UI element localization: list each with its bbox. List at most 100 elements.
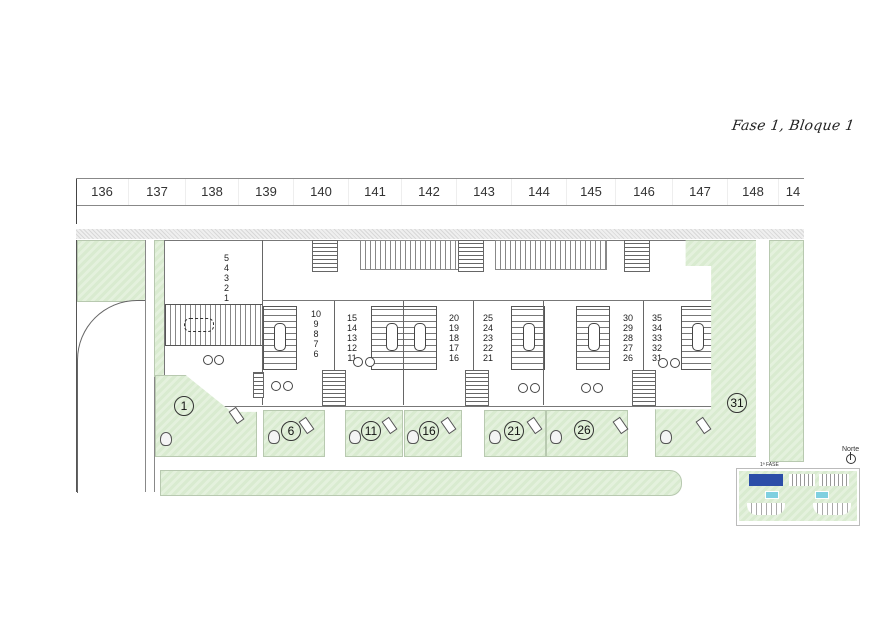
- unit-numbers-26-30: 30 29 28 27 26: [623, 313, 633, 363]
- unit-number: 19: [449, 323, 460, 333]
- unit-number: 18: [449, 333, 460, 343]
- dining-table-icon: [386, 323, 398, 351]
- terrace-unit-11-20: [371, 306, 437, 370]
- path-right: [756, 240, 768, 492]
- unit-number: 9: [313, 319, 319, 329]
- unit-number: 29: [623, 323, 634, 333]
- unit-number: 12: [347, 343, 358, 353]
- garden-label: 26: [574, 420, 594, 440]
- tree-icon: [550, 430, 562, 444]
- unit-number: 26: [623, 353, 634, 363]
- north-indicator: Norte: [842, 446, 859, 464]
- tree-icon: [407, 430, 419, 444]
- bin-icon: [283, 381, 293, 391]
- parcel-label: 148: [728, 179, 779, 205]
- green-strip-bottom: [160, 470, 682, 496]
- bin-icon: [214, 355, 224, 365]
- parcel-label: 140: [294, 179, 349, 205]
- bin-icon: [365, 357, 375, 367]
- unit-number: 4: [224, 263, 230, 273]
- staircase: [458, 240, 484, 272]
- wall: [262, 300, 724, 301]
- unit-number: 31: [652, 353, 663, 363]
- staircase: [624, 240, 650, 272]
- green-area-left-top: [77, 240, 152, 302]
- parcel-label: 137: [129, 179, 186, 205]
- bin-icon: [658, 358, 668, 368]
- parcel-label: 146: [616, 179, 673, 205]
- plan-title: Fase 1, Bloque 1: [730, 118, 856, 134]
- unit-number: 20: [449, 313, 460, 323]
- site-minimap: [736, 468, 860, 526]
- pergola-table-icon: [184, 318, 214, 332]
- dining-table-icon: [588, 323, 600, 351]
- unit-numbers-1-5: 5 4 3 2 1: [224, 253, 229, 303]
- minimap-building: [819, 474, 849, 486]
- north-label: Norte: [842, 446, 860, 453]
- unit-numbers-31-35: 35 34 33 32 31: [652, 313, 662, 363]
- staircase: [465, 370, 489, 406]
- bin-icon: [581, 383, 591, 393]
- access-road: [77, 300, 148, 493]
- minimap-building: [747, 503, 785, 515]
- garden-label: 16: [419, 421, 439, 441]
- unit-number: 32: [652, 343, 663, 353]
- minimap-building: [813, 503, 851, 515]
- parcel-label: 139: [239, 179, 294, 205]
- unit-number: 8: [313, 329, 319, 339]
- unit-number: 25: [483, 313, 494, 323]
- unit-number: 23: [483, 333, 494, 343]
- unit-numbers-16-20: 20 19 18 17 16: [449, 313, 459, 363]
- unit-number: 33: [652, 333, 663, 343]
- unit-number: 35: [652, 313, 663, 323]
- unit-number: 14: [347, 323, 358, 333]
- garden-label: 31: [727, 393, 747, 413]
- unit-number: 5: [224, 253, 230, 263]
- parcel-label: 147: [673, 179, 728, 205]
- unit-number: 30: [623, 313, 634, 323]
- parcel-ruler: 136 137 138 139 140 141 142 143 144 145 …: [76, 178, 804, 224]
- unit-number: 11: [347, 353, 357, 363]
- unit-number: 6: [313, 349, 319, 359]
- garden-label: 6: [281, 421, 301, 441]
- dining-table-icon: [414, 323, 426, 351]
- dining-table-icon: [274, 323, 286, 351]
- unit-number: 28: [623, 333, 634, 343]
- parcel-label: 138: [186, 179, 239, 205]
- parcel-label: 141: [349, 179, 402, 205]
- parcel-label: 142: [402, 179, 457, 205]
- bin-icon: [353, 357, 363, 367]
- garden-label: 21: [504, 421, 524, 441]
- minimap-phase1-highlight: [749, 474, 783, 486]
- bin-icon: [271, 381, 281, 391]
- unit-number: 27: [623, 343, 634, 353]
- parcel-label: 136: [76, 179, 129, 205]
- wall: [543, 300, 544, 405]
- unit-numbers-6-10: 10 9 8 7 6: [311, 309, 321, 359]
- staircase: [322, 370, 346, 406]
- wall: [334, 300, 335, 405]
- terrace-stripes: [360, 240, 462, 270]
- dining-table-icon: [523, 323, 535, 351]
- unit-number: 2: [224, 283, 230, 293]
- minimap-pool: [765, 491, 779, 499]
- wall: [262, 240, 263, 405]
- unit-number: 21: [483, 353, 494, 363]
- parcel-label: 14: [785, 184, 801, 199]
- bin-icon: [670, 358, 680, 368]
- unit-number: 13: [347, 333, 358, 343]
- north-arrow-icon: [845, 452, 856, 464]
- dining-table-icon: [692, 323, 704, 351]
- wall: [643, 300, 644, 405]
- parcel-label: 143: [457, 179, 512, 205]
- staircase: [253, 372, 264, 398]
- tree-icon: [268, 430, 280, 444]
- minimap-pool: [815, 491, 829, 499]
- minimap-building: [789, 474, 815, 486]
- ruler-edge: [76, 179, 77, 224]
- tree-icon: [160, 432, 172, 446]
- garden-unit-16: [404, 410, 462, 457]
- unit-numbers-21-25: 25 24 23 22 21: [483, 313, 493, 363]
- tree-icon: [489, 430, 501, 444]
- staircase: [632, 370, 656, 406]
